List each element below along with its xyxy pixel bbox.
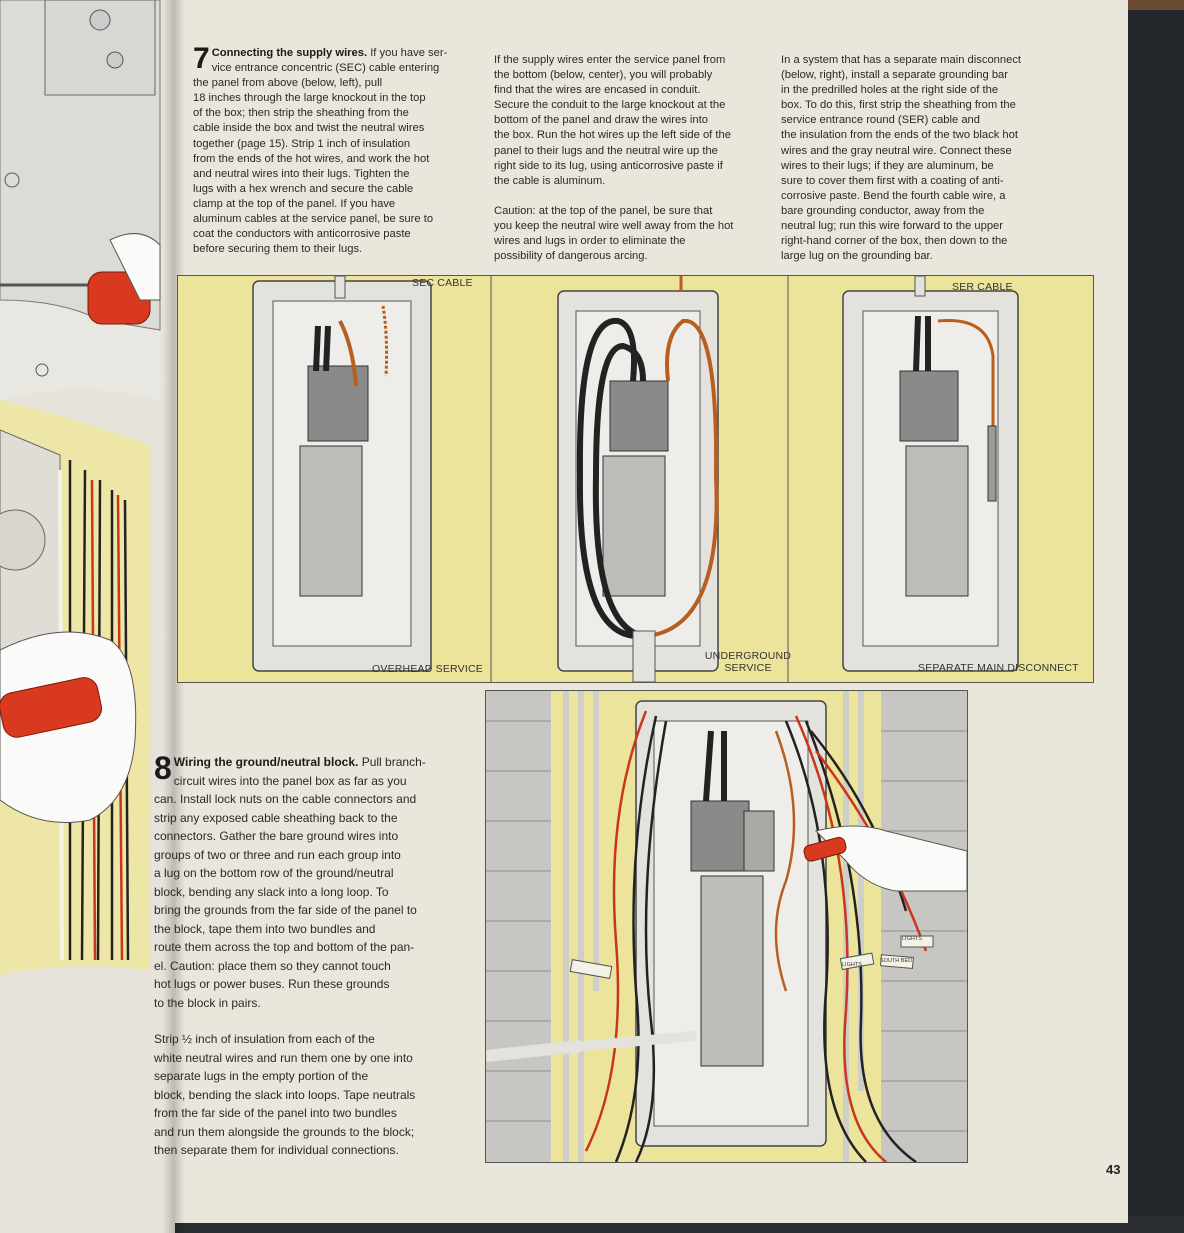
step7-caution-line: Caution: at the top of the panel, be sur… bbox=[494, 204, 713, 217]
step7-col3-line: In a system that has a separate main dis… bbox=[781, 54, 1022, 66]
step8-line: connectors. Gather the bare ground wires… bbox=[154, 829, 399, 843]
overhead-service-panel bbox=[252, 275, 432, 672]
step7-col2-line: bottom of the panel and draw the wires i… bbox=[494, 114, 708, 127]
step7-col2-line: panel to their lugs and the neutral wire… bbox=[494, 144, 718, 157]
step8-line: circuit wires into the panel box as far … bbox=[173, 773, 407, 788]
tag-lights-1: LIGHTS bbox=[902, 936, 922, 942]
step7-col3-line: box. To do this, first strip the sheathi… bbox=[781, 99, 1016, 112]
panel-illustrations-strip bbox=[177, 275, 1094, 683]
ground-neutral-block-illustration bbox=[485, 690, 968, 1164]
step8-line: the block, tape them into two bundles an… bbox=[154, 921, 376, 936]
step7-col2-line: the cable is aluminum. bbox=[494, 174, 606, 187]
tag-lights-2: LIGHTS bbox=[842, 962, 862, 968]
step7-col3-line: in the predrilled holes at the right sid… bbox=[781, 84, 999, 97]
step7-col3-line: (below, right), install a separate groun… bbox=[781, 69, 1008, 82]
step8-line: block, bending any slack into a long loo… bbox=[154, 884, 389, 899]
step8-line: to the block in pairs. bbox=[154, 995, 261, 1010]
step8-line: can. Install lock nuts on the cable conn… bbox=[154, 792, 417, 806]
step8-line: block, bending the slack into loops. Tap… bbox=[154, 1087, 416, 1102]
step7-caution-line: possibility of dangerous arcing. bbox=[494, 250, 648, 263]
step7-col3-line: right-hand corner of the box, then down … bbox=[781, 235, 1008, 248]
step8-line: then separate them for individual connec… bbox=[154, 1143, 399, 1157]
step7-col1-line: and neutral wires into their lugs. Tight… bbox=[193, 167, 410, 180]
step7-col3-line: neutral lug; run this wire forward to th… bbox=[781, 220, 1004, 233]
step8-line: a lug on the bottom row of the ground/ne… bbox=[154, 866, 394, 880]
step7-col3-line: large lug on the grounding bar. bbox=[781, 250, 933, 263]
caption-overhead-service: OVERHEAD SERVICE bbox=[372, 663, 483, 675]
step7-column-1: 7 Connecting the supply wires. If you ha… bbox=[193, 42, 483, 257]
step7-col1-line: from the ends of the hot wires, and work… bbox=[193, 152, 430, 165]
step7-number: 7 bbox=[193, 42, 210, 75]
step7-col2-line: find that the wires are encased in condu… bbox=[494, 84, 701, 97]
label-sec-cable: SEC CABLE bbox=[412, 277, 473, 289]
step7-col3-line: service entrance round (SER) cable and bbox=[781, 114, 980, 127]
step8-line: separate lugs in the empty portion of th… bbox=[154, 1069, 369, 1083]
step7-caution-line: you keep the neutral wire well away from… bbox=[494, 219, 734, 232]
page-number: 43 bbox=[1106, 1162, 1121, 1177]
step7-col1-line: lugs with a hex wrench and secure the ca… bbox=[193, 182, 414, 195]
step7-col2-line: Secure the conduit to the large knockout… bbox=[494, 99, 726, 112]
step7-col1-line: of the box; then strip the sheathing fro… bbox=[193, 107, 409, 120]
step7-column-2: If the supply wires enter the service pa… bbox=[494, 53, 776, 264]
step7-col1-line: before securing them to their lugs. bbox=[193, 243, 363, 256]
step7-col3-line: sure to cover them first with a coating … bbox=[781, 174, 1004, 187]
step7-title: Connecting the supply wires. bbox=[211, 47, 368, 59]
caption-underground-service: UNDERGROUND SERVICE bbox=[703, 650, 793, 674]
step7-col1-line: cable inside the box and twist the neutr… bbox=[193, 122, 425, 135]
step8-title: Wiring the ground/neutral block. bbox=[173, 755, 359, 769]
step7-col1-line: the panel from above (below, left), pull bbox=[193, 77, 383, 90]
separate-main-disconnect-panel bbox=[842, 275, 1019, 672]
tag-south-bed: SOUTH BED bbox=[880, 958, 913, 964]
step8-line: bring the grounds from the far side of t… bbox=[154, 903, 417, 917]
step7-col1-line: clamp at the top of the panel. If you ha… bbox=[193, 197, 396, 210]
step7-col1-line: aluminum cables at the service panel, be… bbox=[193, 213, 434, 226]
step7-col3-line: bare grounding conductor, away from the bbox=[781, 204, 985, 217]
step7-col1-line: coat the conductors with anticorrosive p… bbox=[193, 228, 411, 241]
step8-line: hot lugs or power buses. Run these groun… bbox=[154, 977, 390, 991]
step7-col2-line: right side to its lug, using anticorrosi… bbox=[494, 159, 723, 172]
caption-underground-line: UNDERGROUND bbox=[704, 650, 792, 662]
step7-column-3: In a system that has a separate main dis… bbox=[781, 53, 1076, 264]
step8-line: groups of two or three and run each grou… bbox=[154, 847, 401, 862]
step8-line: strip any exposed cable sheathing back t… bbox=[154, 810, 398, 825]
caption-separate-main-disconnect: SEPARATE MAIN DISCONNECT bbox=[918, 662, 1079, 674]
step7-col1-line: 18 inches through the large knockout in … bbox=[193, 92, 426, 105]
step7-col3-line: wires and the gray neutral wire. Connect… bbox=[781, 144, 1012, 157]
step7-col2-line: the bottom (below, center), you will pro… bbox=[494, 69, 713, 82]
step7-col2-line: If the supply wires enter the service pa… bbox=[494, 54, 726, 66]
step8-line: from the far side of the panel into two … bbox=[154, 1106, 397, 1120]
underground-service-panel bbox=[557, 276, 719, 683]
step8-line: route them across the top and bottom of … bbox=[154, 940, 415, 954]
step7-col2-line: the box. Run the hot wires up the left s… bbox=[494, 129, 731, 142]
step7-col3-line: corrosive paste. Bend the fourth cable w… bbox=[781, 189, 1006, 202]
step8-line: Strip ½ inch of insulation from each of … bbox=[154, 1032, 375, 1046]
caption-service-line: SERVICE bbox=[724, 662, 772, 674]
step7-col3-line: the insulation from the ends of the two … bbox=[781, 129, 1018, 142]
left-page-illustration bbox=[0, 0, 175, 1233]
step8-line: el. Caution: place them so they cannot t… bbox=[154, 958, 391, 973]
step8-line: white neutral wires and run them one by … bbox=[154, 1050, 413, 1065]
step7-caution-line: wires and lugs in order to eliminate the bbox=[494, 235, 686, 248]
step7-col1-line: vice entrance concentric (SEC) cable ent… bbox=[211, 62, 440, 75]
step8-line: and run them alongside the grounds to th… bbox=[154, 1124, 415, 1139]
step7-col1-line: together (page 15). Strip 1 inch of insu… bbox=[193, 137, 411, 150]
step8-line: Pull branch- bbox=[361, 755, 426, 769]
step8-column: 8 Wiring the ground/neutral block. Pull … bbox=[154, 750, 474, 1160]
step8-number: 8 bbox=[154, 750, 172, 786]
step7-col1-line: If you have ser- bbox=[370, 47, 448, 59]
step7-col3-line: wires to their lugs; if they are aluminu… bbox=[781, 159, 994, 172]
label-ser-cable: SER CABLE bbox=[952, 281, 1013, 293]
